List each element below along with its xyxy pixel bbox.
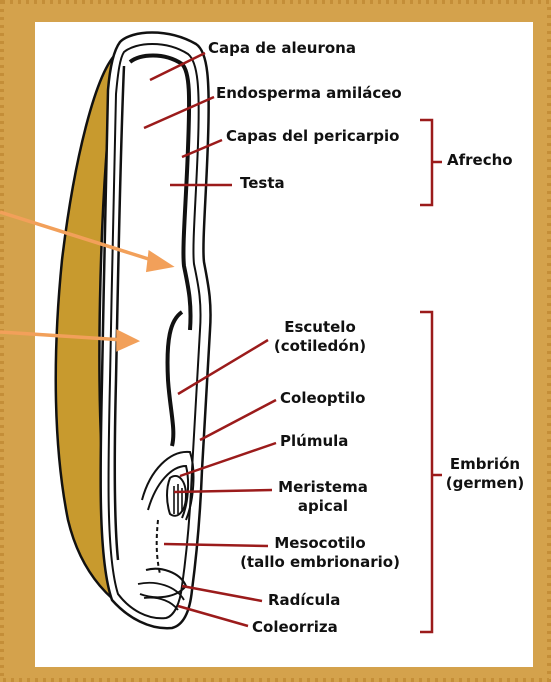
label-scutellum: Escutelo (cotiledón) xyxy=(264,318,376,356)
label-mesocotyl: Mesocotilo (tallo embrionario) xyxy=(232,534,408,572)
meristem-shape xyxy=(167,476,186,516)
label-coleorhiza: Coleorriza xyxy=(252,618,338,637)
group-label-embryo-line1: Embrión xyxy=(443,455,527,474)
label-apical-meristem: Meristema apical xyxy=(268,478,378,516)
label-mesocotyl-line2: (tallo embrionario) xyxy=(232,553,408,572)
label-scutellum-line1: Escutelo xyxy=(264,318,376,337)
label-meristem-line2: apical xyxy=(268,497,378,516)
group-label-embryo-line2: (germen) xyxy=(443,474,527,493)
label-mesocotyl-line1: Mesocotilo xyxy=(232,534,408,553)
label-pericarp-layers: Capas del pericarpio xyxy=(226,127,399,146)
label-coleoptile: Coleoptilo xyxy=(280,389,365,408)
label-plumule: Plúmula xyxy=(280,432,348,451)
label-radicle: Radícula xyxy=(268,591,340,610)
label-aleurone-layer: Capa de aleurona xyxy=(208,39,356,58)
label-starchy-endosperm: Endosperma amiláceo xyxy=(216,84,402,103)
label-testa: Testa xyxy=(240,174,285,193)
label-scutellum-line2: (cotiledón) xyxy=(264,337,376,356)
label-meristem-line1: Meristema xyxy=(268,478,378,497)
group-label-embryo: Embrión (germen) xyxy=(443,455,527,493)
group-label-bran: Afrecho xyxy=(447,151,513,170)
